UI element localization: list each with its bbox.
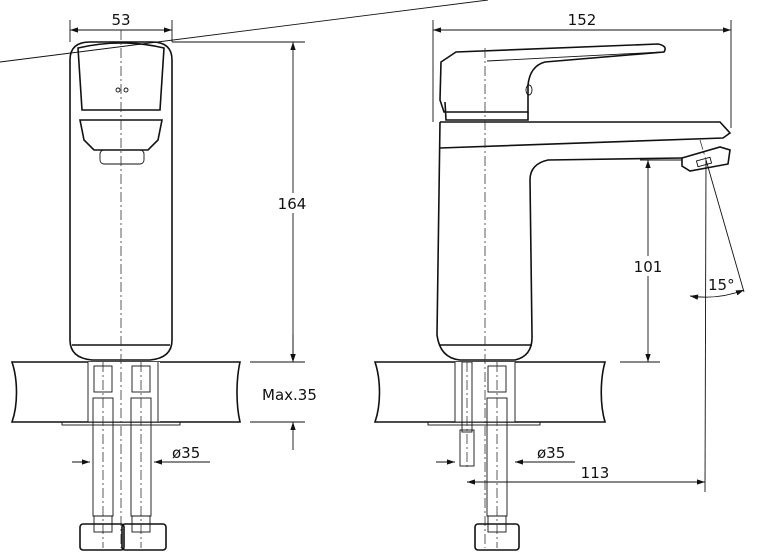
- hoses-front: [79, 362, 167, 551]
- length-dimension-label: 152: [568, 11, 597, 29]
- dimension-hole-front: ø35: [72, 444, 210, 465]
- front-view: 53 164 Max.35 ø35: [10, 11, 317, 551]
- counter-thickness-label: Max.35: [262, 386, 317, 404]
- hole-diameter-label-front: ø35: [172, 444, 200, 462]
- countertop-section-front: [10, 361, 242, 426]
- dimension-113: 113: [467, 464, 705, 485]
- hoses-side: [459, 361, 520, 551]
- height-dimension-label: 164: [278, 195, 307, 213]
- faucet-body-side: [0, 0, 732, 548]
- reach-dimension-label: 113: [581, 464, 610, 482]
- dimension-max35: Max.35: [250, 335, 317, 450]
- faucet-body-front: [69, 30, 173, 548]
- dimension-53: 53: [69, 11, 173, 42]
- hole-diameter-label-side: ø35: [537, 444, 565, 462]
- angle-label: 15°: [708, 276, 735, 294]
- countertop-section-side: [373, 361, 607, 426]
- side-view: 152 101 15° ø35 113: [0, 0, 745, 551]
- spout-height-label: 101: [634, 258, 663, 276]
- dimension-152: 152: [432, 11, 732, 128]
- dimension-hole-side: ø35: [436, 444, 575, 465]
- dimension-15-degrees: 15°: [689, 159, 745, 493]
- dimension-101: 101: [620, 159, 682, 363]
- width-dimension-label: 53: [111, 11, 130, 29]
- dimension-164: 164: [172, 41, 312, 363]
